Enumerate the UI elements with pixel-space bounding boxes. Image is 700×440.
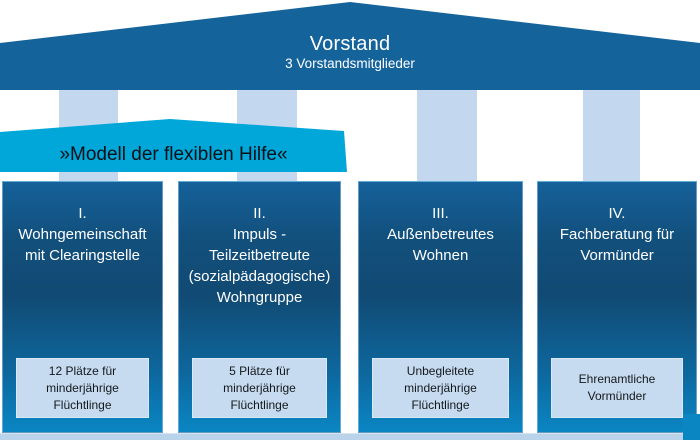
column-shaft-4 <box>583 90 640 181</box>
roof-pediment: Vorstand 3 Vorstandsmitglieder <box>0 2 700 90</box>
pillar-1-heading: I. Wohngemeinschaft mit Clearingstelle <box>18 205 147 264</box>
pillar-3-heading: III. Außenbetreutes Wohnen <box>387 205 494 264</box>
pillar-2-heading: II. Impuls - Teilzeitbetreute (sozialpäd… <box>188 205 331 306</box>
pillar-1-info-text: 12 Plätze für minderjährige Flüchtlinge <box>46 363 119 412</box>
pillar-4-fachberatung-vormuender: IV. Fachberatung für Vormünder Ehrenamtl… <box>537 181 697 433</box>
org-title: Vorstand <box>309 33 391 55</box>
pillar-1-wohngemeinschaft: I. Wohngemeinschaft mit Clearingstelle 1… <box>2 181 163 433</box>
pillar-2-info-text: 5 Plätze für minderjährige Flüchtlinge <box>223 363 296 412</box>
pillar-3-info-box: Unbegleitete minderjährige Flüchtlinge <box>372 358 509 418</box>
pillar-2-info-box: 5 Plätze für minderjährige Flüchtlinge <box>192 358 327 418</box>
pillar-3-aussenbetreutes-wohnen: III. Außenbetreutes Wohnen Unbegleitete … <box>358 181 523 433</box>
pillar-2-impuls-wohngruppe: II. Impuls - Teilzeitbetreute (sozialpäd… <box>178 181 341 433</box>
pillar-3-info-text: Unbegleitete minderjährige Flüchtlinge <box>404 363 477 412</box>
pillar-4-info-text: Ehrenamtliche Vormünder <box>578 372 656 403</box>
pillar-4-heading: IV. Fachberatung für Vormünder <box>559 205 675 264</box>
org-subtitle: 3 Vorstandsmitglieder <box>285 56 415 71</box>
pillar-4-info-box: Ehrenamtliche Vormünder <box>551 358 683 418</box>
pillar-1-info-box: 12 Plätze für minderjährige Flüchtlinge <box>16 358 149 418</box>
base-beam-end-cap <box>683 414 700 440</box>
column-shaft-3 <box>417 90 477 181</box>
base-beam <box>0 433 700 440</box>
model-banner-ribbon: »Modell der flexiblen Hilfe« <box>0 119 347 172</box>
model-banner-label: »Modell der flexiblen Hilfe« <box>59 144 288 165</box>
